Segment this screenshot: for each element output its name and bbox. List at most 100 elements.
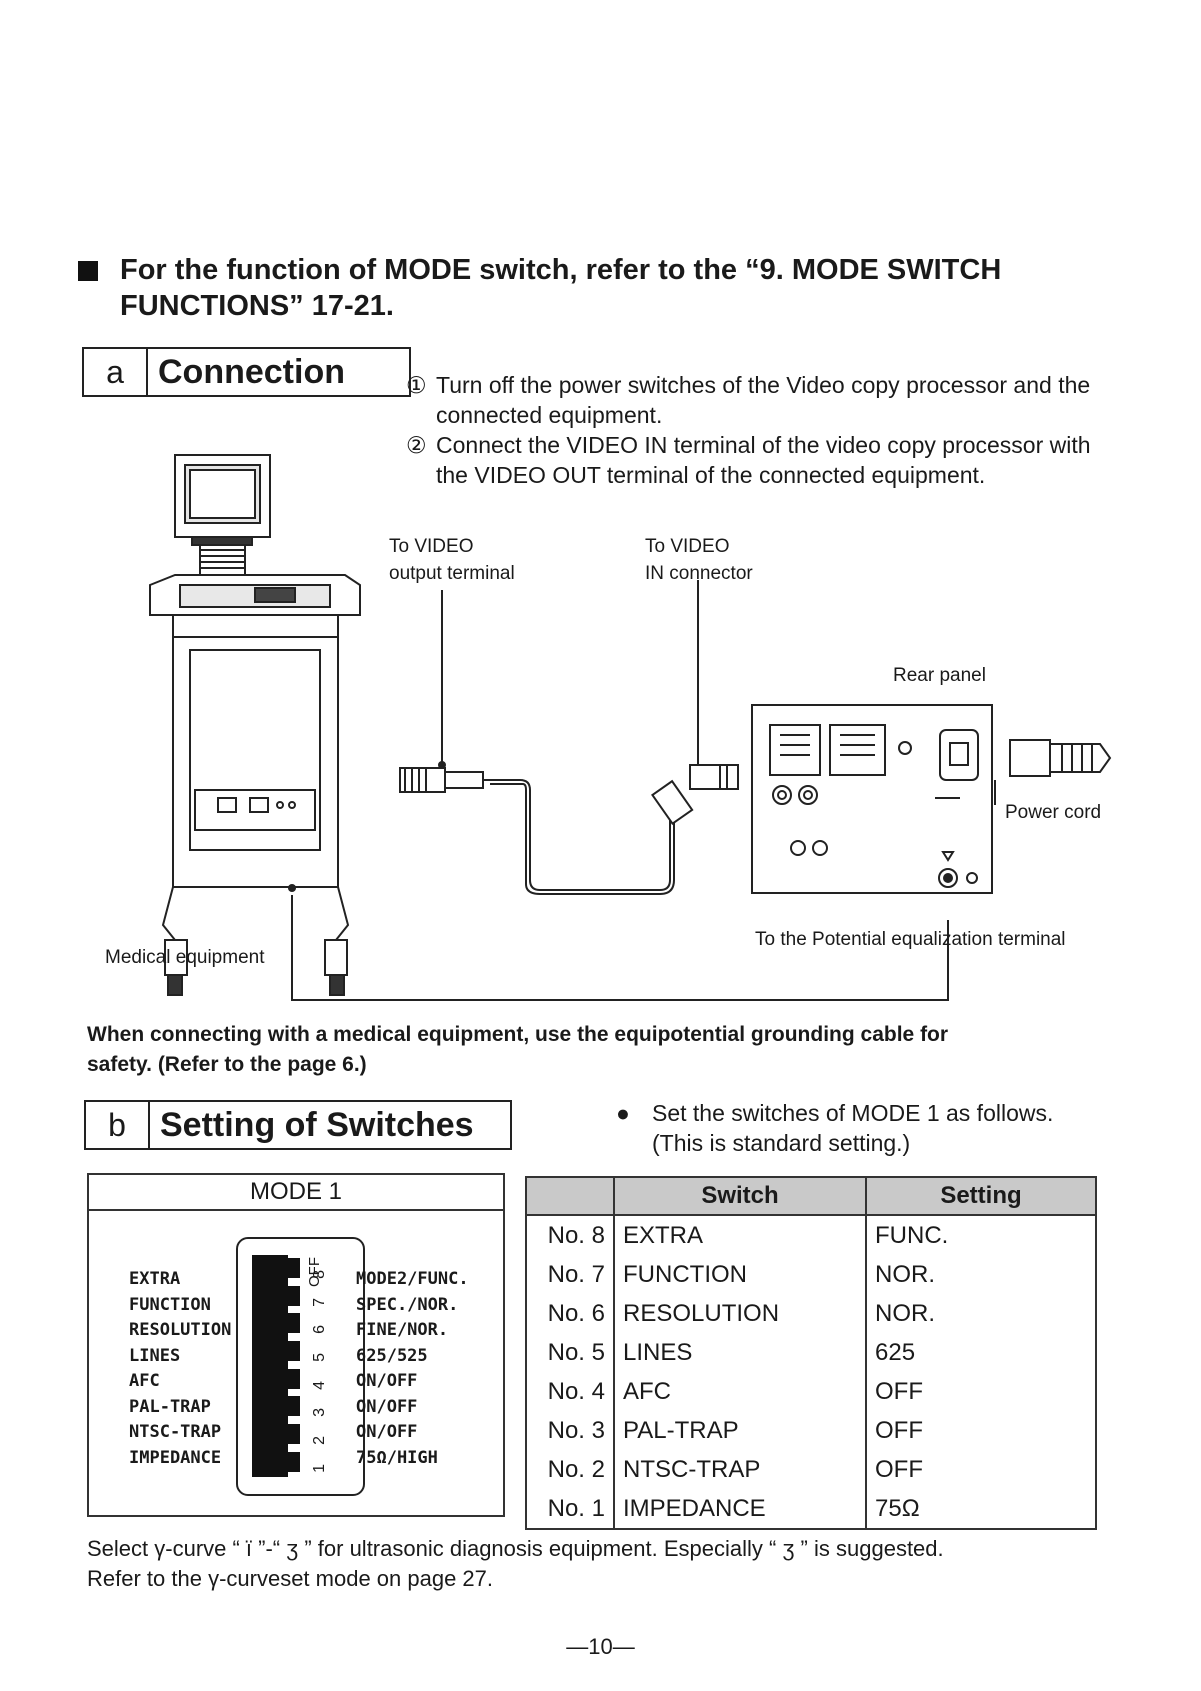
row-switch: EXTRA bbox=[614, 1215, 867, 1255]
section-a-header: a Connection bbox=[82, 347, 411, 397]
row-setting: OFF bbox=[866, 1372, 1097, 1411]
rear-panel-illustration bbox=[751, 704, 993, 894]
row-number: No. 1 bbox=[525, 1489, 615, 1530]
dip-number: 2 bbox=[311, 1436, 329, 1445]
mode-left-labels: EXTRA FUNCTION RESOLUTION LINES AFC PAL-… bbox=[129, 1267, 231, 1471]
switch-label: RESOLUTION bbox=[129, 1320, 232, 1340]
mode-right-labels: MODE2/FUNC. SPEC./NOR. FINE/NOR. 625/525… bbox=[356, 1267, 469, 1471]
switch-label: IMPEDANCE bbox=[129, 1447, 222, 1468]
switch-option: ON/OFF bbox=[356, 1422, 418, 1442]
label-line: To VIDEO bbox=[389, 536, 474, 557]
label-line: output terminal bbox=[389, 563, 515, 584]
step-text: Connect the VIDEO IN terminal of the vid… bbox=[436, 432, 1091, 488]
row-switch: FUNCTION bbox=[614, 1255, 867, 1294]
switch-label: AFC bbox=[129, 1371, 160, 1391]
ground-point-icon bbox=[288, 884, 296, 892]
switch-label: PAL-TRAP bbox=[129, 1396, 211, 1417]
gamma-curve-note: Select γ-curve “ ї ”-“ ʒ ” for ultrasoni… bbox=[87, 1534, 1117, 1594]
dip-slot bbox=[288, 1451, 300, 1472]
section-heading: For the function of MODE switch, refer t… bbox=[78, 252, 1118, 324]
note-line: Select γ-curve “ ї ”-“ ʒ ” for ultrasoni… bbox=[87, 1536, 944, 1561]
dip-slot bbox=[288, 1396, 300, 1417]
note-line: Set the switches of MODE 1 as follows. bbox=[652, 1100, 1054, 1126]
table-header-setting: Setting bbox=[865, 1176, 1097, 1216]
section-letter: b bbox=[86, 1102, 150, 1148]
row-number: No. 2 bbox=[525, 1450, 615, 1489]
label-line: To VIDEO bbox=[645, 536, 730, 557]
mode-1-title: MODE 1 bbox=[89, 1175, 503, 1211]
section-a-underline bbox=[82, 395, 407, 397]
switch-option: 625/525 bbox=[356, 1345, 428, 1366]
section-title: Connection bbox=[158, 352, 345, 391]
table-header-switch: Switch bbox=[613, 1176, 867, 1216]
label-power-cord: Power cord bbox=[1005, 802, 1102, 823]
row-setting: 75Ω bbox=[866, 1489, 1097, 1530]
label-video-out: To VIDEO output terminal bbox=[389, 533, 515, 587]
row-switch: RESOLUTION bbox=[614, 1294, 867, 1333]
dip-slot bbox=[288, 1341, 300, 1362]
switch-option: SPEC./NOR. bbox=[356, 1294, 459, 1315]
power-cord-illustration bbox=[994, 739, 1112, 805]
grounding-cable bbox=[291, 895, 949, 1001]
row-switch: AFC bbox=[614, 1372, 867, 1411]
switch-label: EXTRA bbox=[129, 1269, 181, 1289]
switch-option: 75Ω/HIGH bbox=[356, 1447, 438, 1468]
dip-switch-body bbox=[252, 1255, 288, 1477]
row-setting: OFF bbox=[866, 1411, 1097, 1450]
row-number: No. 3 bbox=[525, 1411, 615, 1450]
dip-number: 5 bbox=[311, 1353, 329, 1362]
dip-number: 1 bbox=[311, 1463, 329, 1473]
switch-label: LINES bbox=[129, 1345, 181, 1366]
dip-number: 8 bbox=[311, 1269, 329, 1279]
dip-number: 7 bbox=[311, 1297, 329, 1307]
row-number: No. 6 bbox=[525, 1294, 615, 1333]
row-setting: OFF bbox=[866, 1450, 1097, 1489]
dip-slot bbox=[288, 1313, 300, 1334]
row-setting: 625 bbox=[866, 1333, 1097, 1372]
section-b-header: b Setting of Switches bbox=[84, 1100, 512, 1150]
dip-slot bbox=[288, 1368, 300, 1389]
step-text: Turn off the power switches of the Video… bbox=[436, 372, 1091, 428]
heading-text: For the function of MODE switch, refer t… bbox=[120, 254, 1002, 322]
connection-diagram bbox=[149, 454, 1112, 1001]
dip-number: 3 bbox=[311, 1408, 329, 1418]
dip-number: 6 bbox=[311, 1325, 329, 1335]
row-number: No. 4 bbox=[525, 1372, 615, 1411]
section-title: Setting of Switches bbox=[160, 1105, 474, 1144]
switch-option: FINE/NOR. bbox=[356, 1320, 449, 1340]
setting-note: ● Set the switches of MODE 1 as follows.… bbox=[616, 1098, 1116, 1158]
safety-warning: When connecting with a medical equipment… bbox=[87, 1023, 949, 1076]
row-setting: FUNC. bbox=[866, 1215, 1097, 1255]
dip-slot bbox=[288, 1285, 300, 1306]
note-line: (This is standard setting.) bbox=[652, 1130, 911, 1156]
row-number: No. 5 bbox=[525, 1333, 615, 1372]
bullet-dot-icon: ● bbox=[616, 1100, 630, 1126]
row-number: No. 8 bbox=[525, 1215, 615, 1255]
step-2: ② Connect the VIDEO IN terminal of the vi… bbox=[406, 430, 1116, 490]
step-number: ② bbox=[406, 432, 427, 458]
row-switch: NTSC-TRAP bbox=[614, 1450, 867, 1489]
switch-option: ON/OFF bbox=[356, 1371, 418, 1391]
row-setting: NOR. bbox=[866, 1255, 1097, 1294]
switch-option: MODE2/FUNC. bbox=[356, 1269, 469, 1289]
label-potential-terminal: To the Potential equalization terminal bbox=[755, 929, 1066, 950]
section-letter: a bbox=[84, 349, 148, 395]
page-number: —10— bbox=[566, 1634, 635, 1659]
bnc-cable-illustration bbox=[399, 764, 739, 895]
mode-1-panel: MODE 1 EXTRA FUNCTION RESOLUTION LINES A… bbox=[87, 1173, 505, 1517]
table-header-row: Switch Setting bbox=[525, 1176, 1097, 1216]
row-number: No. 7 bbox=[525, 1255, 615, 1294]
row-switch: IMPEDANCE bbox=[614, 1489, 867, 1530]
label-line: IN connector bbox=[645, 563, 753, 584]
label-video-in: To VIDEO IN connector bbox=[645, 533, 753, 587]
